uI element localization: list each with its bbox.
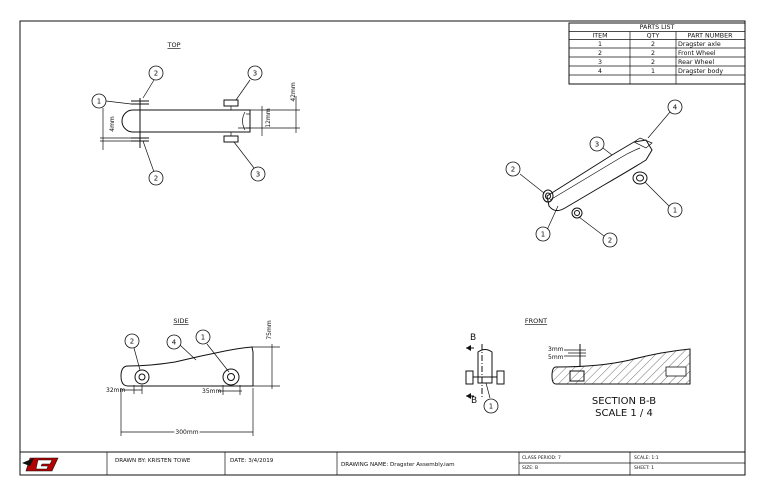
balloon-3 (250, 166, 266, 182)
parts-list-cell: Dragster body (678, 68, 723, 75)
parts-list-cell: 2 (651, 41, 655, 48)
section-view: 3mm 5mm SECTION B-B SCALE 1 / 4 (548, 344, 691, 419)
drawing-scale: SCALE: 1:1 (634, 455, 659, 461)
dim-side-35mm: 35mm (202, 388, 221, 395)
balloon-2 (505, 161, 521, 177)
class-period: CLASS PERIOD: 7 (522, 455, 561, 461)
section-marker-bottom: B (471, 396, 477, 406)
balloon-1 (535, 226, 551, 242)
drawing-name: DRAWING NAME: Dragster Assembly.iam (341, 462, 455, 468)
side-view: SIDE 75mm 32mm 35mm 300mm 2 4 1 (106, 317, 280, 438)
section-body (551, 348, 691, 385)
balloon-2 (124, 333, 140, 349)
iso-wheel (542, 189, 554, 203)
balloon-2-label: 2 (511, 166, 515, 174)
balloon-2-label: 2 (608, 237, 612, 245)
title-block: DRAWN BY: KRISTEN TOWE DATE: 3/4/2019 DR… (19, 451, 746, 476)
parts-list-cell: Dragster axle (678, 41, 721, 48)
balloon-1-label: 1 (541, 231, 545, 239)
section-marker-top: B (470, 333, 476, 343)
balloon-3-label: 3 (595, 141, 599, 149)
balloon-2 (148, 170, 164, 186)
front-view-label: FRONT (525, 317, 547, 325)
top-body-outline (121, 109, 251, 133)
front-view: FRONT B B 1 (465, 317, 547, 414)
balloon-4 (667, 99, 683, 115)
balloon-4-label: 4 (172, 339, 177, 347)
side-wheel-front (134, 369, 150, 385)
balloon-1 (667, 202, 683, 218)
isometric-view: 4 3 2 1 1 2 (505, 99, 683, 248)
balloon-1-label: 1 (673, 207, 677, 215)
rear-wheel-bottom (223, 135, 239, 143)
balloon-2-label: 2 (154, 70, 158, 78)
parts-list-header-part: PART NUMBER (688, 33, 734, 40)
parts-list-title: PARTS LIST (640, 24, 675, 31)
dim-side-75mm: 75mm (266, 320, 273, 339)
iso-wheel (571, 207, 583, 219)
section-title: SECTION B-B (592, 396, 656, 407)
parts-list-header-item: ITEM (592, 33, 607, 40)
school-logo (22, 457, 59, 472)
front-body-outline (477, 349, 493, 384)
front-wheel-left (465, 370, 474, 385)
front-wheel-right (496, 370, 505, 385)
section-axle-slot (665, 366, 687, 377)
side-wheel-rear (222, 368, 240, 386)
parts-list-cell: Front Wheel (678, 50, 716, 57)
parts-list-cell: 1 (651, 68, 655, 75)
top-view: TOP 4mm 12mm 42mm 1 2 (91, 41, 300, 186)
iso-wheel (632, 171, 648, 185)
balloon-1 (91, 93, 107, 109)
balloon-1-label: 1 (201, 334, 205, 342)
parts-list-cell: 2 (651, 50, 655, 57)
parts-list-cell: 3 (598, 59, 602, 66)
parts-list-header-qty: QTY (647, 33, 660, 40)
dim-front-3mm: 3mm (548, 346, 564, 353)
balloon-3 (247, 65, 263, 81)
balloon-2 (148, 65, 164, 81)
parts-list-cell: 1 (598, 41, 602, 48)
balloon-2-label: 2 (154, 175, 158, 183)
parts-list-cell: Rear Wheel (678, 59, 714, 66)
sheet-number: SHEET: 1 (634, 465, 654, 471)
balloon-1 (483, 398, 499, 414)
section-scale: SCALE 1 / 4 (595, 408, 653, 419)
balloon-3 (589, 136, 605, 152)
parts-list-cell: 4 (598, 68, 602, 75)
parts-list-cell: 2 (651, 59, 655, 66)
balloon-2-label: 2 (130, 338, 134, 346)
dim-front-5mm: 5mm (548, 354, 564, 361)
dim-side-32mm: 32mm (106, 387, 125, 394)
balloon-3-label: 3 (256, 171, 260, 179)
balloon-3-label: 3 (253, 70, 257, 78)
dim-top-42mm: 42mm (290, 82, 297, 101)
dim-top-4mm: 4mm (109, 116, 116, 132)
balloon-1-label: 1 (97, 98, 101, 106)
side-view-label: SIDE (173, 317, 188, 325)
drawing-date: DATE: 3/4/2019 (230, 458, 274, 464)
rear-wheel-top (223, 99, 239, 107)
parts-list-cell: 2 (598, 50, 602, 57)
dim-top-12mm: 12mm (265, 108, 272, 127)
paper-size: SIZE: B (522, 465, 538, 471)
balloon-1-label: 1 (489, 403, 493, 411)
balloon-1 (195, 329, 211, 345)
top-view-label: TOP (166, 41, 180, 49)
balloon-2 (602, 232, 618, 248)
dim-side-300mm: 300mm (175, 429, 198, 436)
side-body-outline (120, 346, 254, 387)
balloon-4 (166, 334, 182, 350)
balloon-4-label: 4 (673, 104, 678, 112)
drawn-by: DRAWN BY: KRISTEN TOWE (115, 458, 191, 464)
parts-list: PARTS LIST ITEM QTY PART NUMBER 1 2 Drag… (568, 22, 746, 85)
